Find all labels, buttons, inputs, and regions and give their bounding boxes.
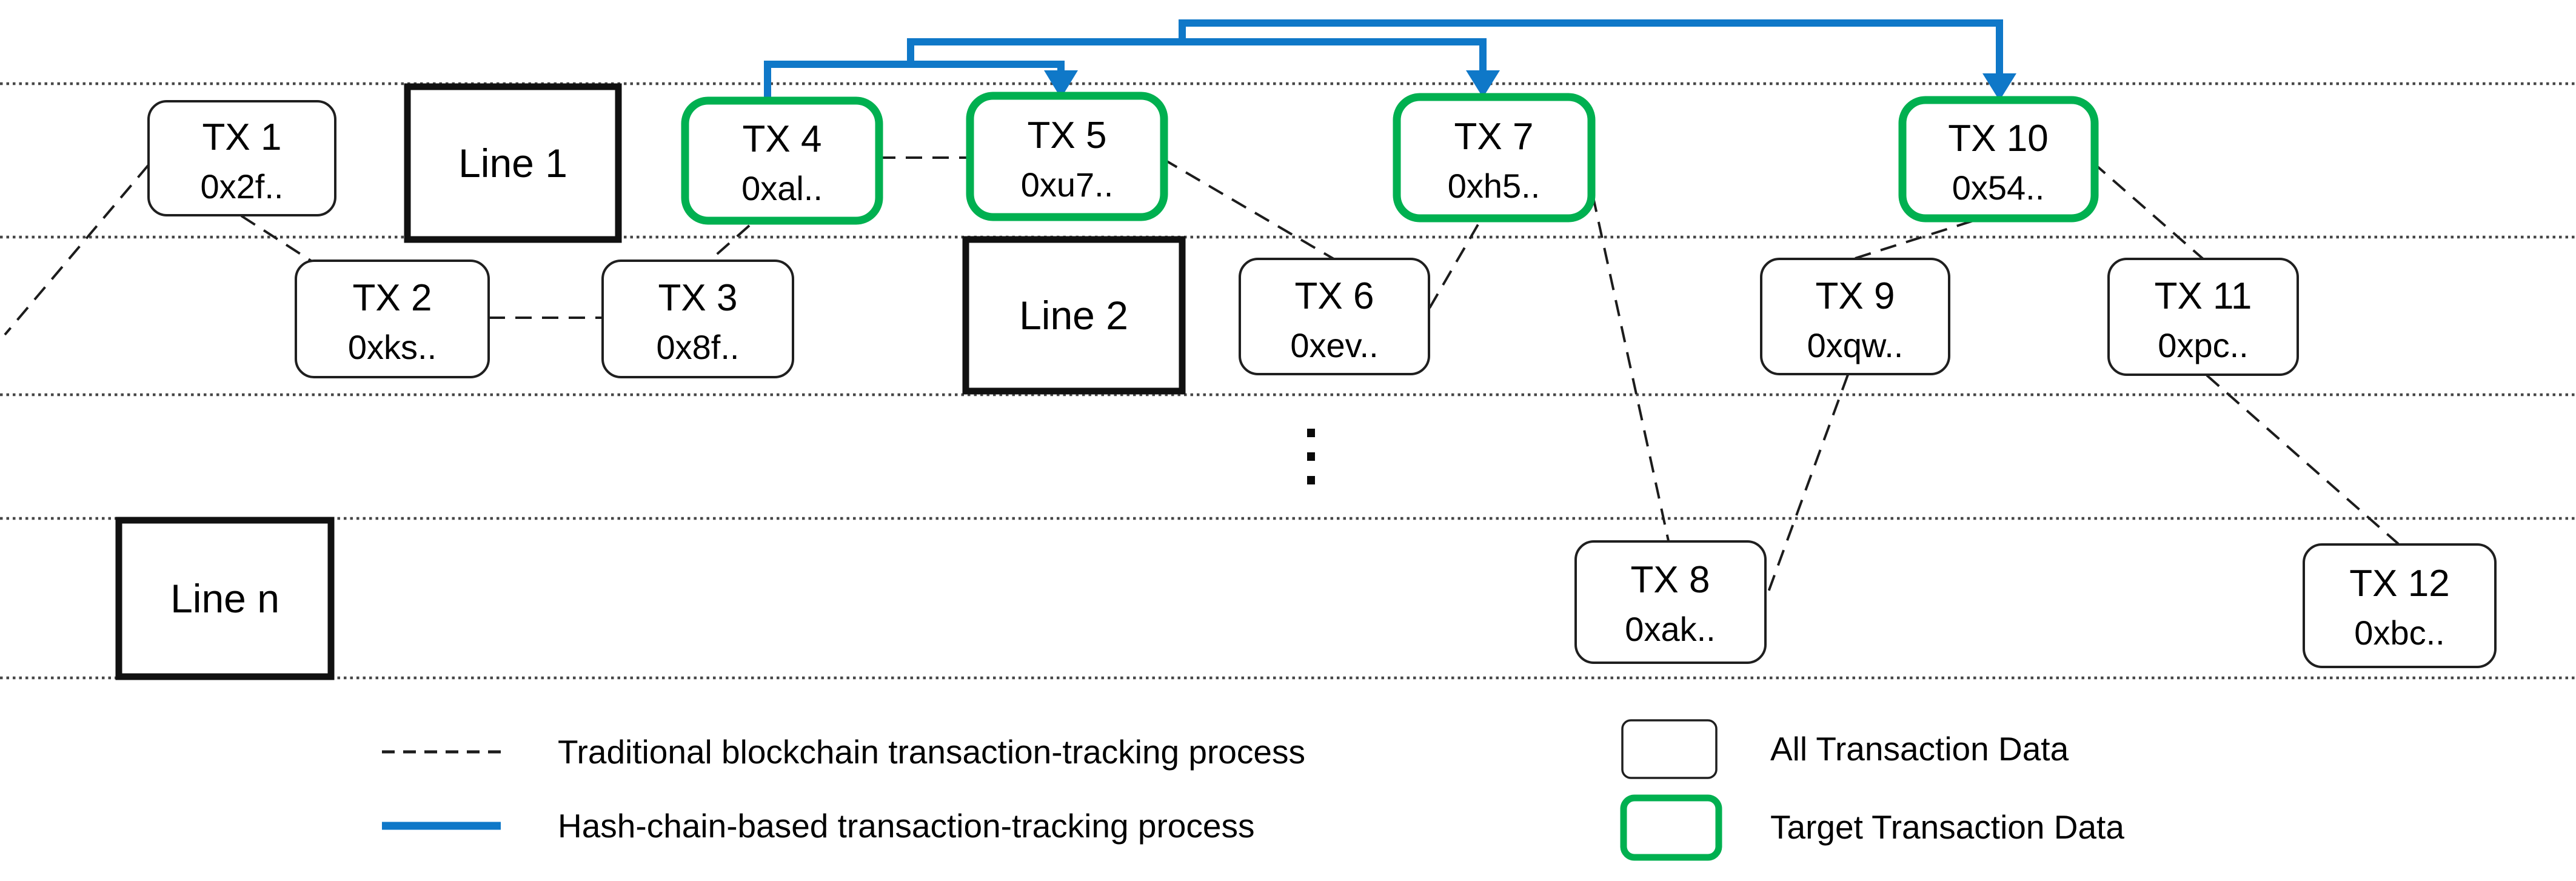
arrowhead-tx10 [1982, 73, 2016, 101]
edge-offcanvas-tx1 [4, 164, 150, 336]
hash-chain-link-tx10 [1179, 19, 2016, 101]
tx1-hash: 0x2f.. [201, 167, 284, 206]
node-tx8: TX 8 0xak.. [1574, 540, 1767, 664]
tx10-hash: 0x54.. [1952, 169, 2045, 207]
tx4-title: TX 4 [743, 118, 822, 160]
tx3-hash: 0x8f.. [657, 328, 740, 366]
tx4-hash: 0xal.. [741, 169, 823, 207]
legend-target-box-sample [1620, 794, 1722, 861]
tx11-hash: 0xpc.. [2158, 326, 2248, 364]
tx1-title: TX 1 [202, 116, 282, 158]
legend-all-transaction-label: All Transaction Data [1770, 730, 2069, 768]
legend-target-transaction-label: Target Transaction Data [1770, 808, 2124, 846]
line-label-boxes: Line 1 Line 2 Line n [115, 83, 1186, 680]
node-tx10: TX 10 0x54.. [1898, 96, 2099, 223]
edge-tx10-tx11 [2092, 161, 2204, 260]
tx8-hash: 0xak.. [1625, 610, 1715, 648]
node-tx1: TX 1 0x2f.. [147, 100, 336, 216]
tx5-title: TX 5 [1028, 115, 1107, 156]
arrowhead-tx7 [1466, 70, 1500, 98]
arrowhead-tx5 [1044, 70, 1078, 98]
node-tx9: TX 9 0xqw.. [1760, 258, 1950, 375]
line-1-label: Line 1 [458, 141, 567, 186]
edge-tx1-tx2 [240, 215, 314, 263]
line-2-label: Line 2 [1019, 293, 1128, 338]
node-tx3: TX 3 0x8f.. [601, 260, 794, 378]
tx2-hash: 0xks.. [348, 328, 437, 366]
edge-tx11-tx12 [2206, 374, 2400, 545]
edge-tx7-tx8 [1586, 169, 1670, 541]
node-tx2: TX 2 0xks.. [295, 260, 490, 378]
tx12-title: TX 12 [2349, 563, 2449, 605]
legend-hash-chain-label: Hash-chain-based transaction-tracking pr… [558, 807, 1254, 845]
legend-item-all-transaction: All Transaction Data [1621, 719, 2069, 779]
line-n-label: Line n [170, 576, 279, 621]
hash-chain-connectors [764, 19, 2016, 103]
tx5-hash: 0xu7.. [1021, 166, 1114, 204]
legend-item-traditional: Traditional blockchain transaction-track… [382, 733, 1305, 771]
node-tx12: TX 12 0xbc.. [2303, 543, 2497, 668]
tx8-title: TX 8 [1631, 559, 1710, 601]
tx7-hash: 0xh5.. [1448, 167, 1541, 205]
legend-item-target-transaction: Target Transaction Data [1620, 794, 2124, 861]
tx10-title: TX 10 [1948, 118, 2048, 159]
node-tx7: TX 7 0xh5.. [1393, 93, 1596, 223]
legend-traditional-label: Traditional blockchain transaction-track… [558, 733, 1305, 771]
line-n-box: Line n [115, 517, 335, 680]
line-2-box: Line 2 [962, 236, 1186, 395]
tx2-title: TX 2 [353, 277, 432, 319]
edge-tx5-tx6 [1162, 158, 1335, 260]
hash-chain-link-tx7 [907, 38, 1500, 98]
tx9-title: TX 9 [1816, 275, 1895, 317]
transaction-nodes: TX 1 0x2f.. TX 2 0xks.. TX 3 0x8f.. TX 4… [147, 92, 2497, 668]
legend-plain-box-sample [1621, 719, 1718, 779]
legend-item-hash-chain: Hash-chain-based transaction-tracking pr… [382, 807, 1254, 845]
vertical-ellipsis [1307, 429, 1315, 484]
traditional-tracking-edges [4, 156, 2400, 597]
edge-tx6-tx7 [1428, 217, 1483, 309]
tx9-hash: 0xqw.. [1807, 326, 1904, 364]
edge-tx3-tx4 [707, 224, 751, 263]
tx6-title: TX 6 [1295, 275, 1374, 317]
edge-tx9-tx10 [1855, 216, 1986, 260]
legend: Traditional blockchain transaction-track… [382, 719, 2124, 861]
node-tx11: TX 11 0xpc.. [2107, 258, 2299, 376]
tx11-title: TX 11 [2155, 275, 2252, 317]
tx7-title: TX 7 [1454, 116, 1534, 158]
node-tx5: TX 5 0xu7.. [966, 92, 1168, 221]
lane-separators [0, 82, 2576, 680]
line-1-box: Line 1 [404, 83, 622, 243]
node-tx6: TX 6 0xev.. [1239, 258, 1430, 375]
tx3-title: TX 3 [658, 277, 738, 319]
edge-tx8-tx9 [1765, 374, 1849, 597]
node-tx4: TX 4 0xal.. [681, 96, 883, 225]
tx12-hash: 0xbc.. [2354, 614, 2444, 652]
tx6-hash: 0xev.. [1290, 326, 1378, 364]
